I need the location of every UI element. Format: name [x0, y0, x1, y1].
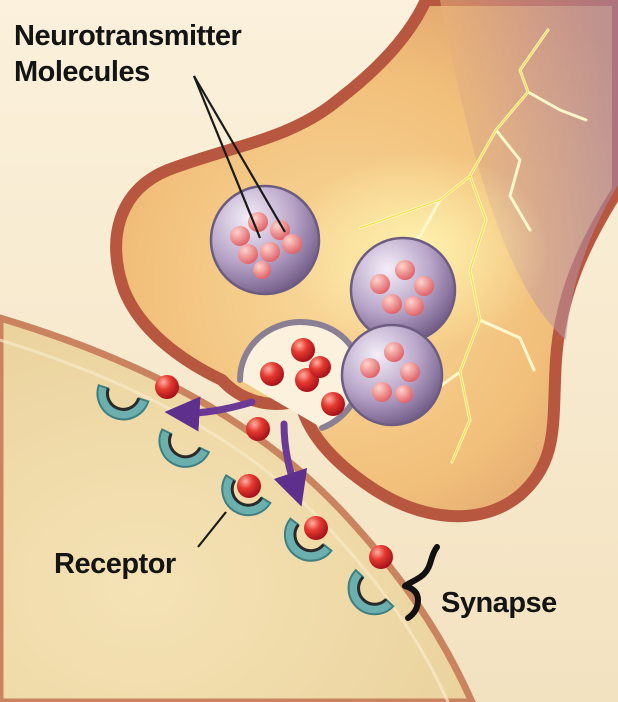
leader-line [192, 75, 262, 239]
receptor [158, 428, 211, 468]
molecule [304, 516, 328, 540]
molecule [309, 356, 331, 378]
leader-lines [192, 75, 286, 548]
synapse-label: Synapse [441, 587, 557, 619]
molecule [291, 338, 315, 362]
receptor [283, 517, 333, 562]
molecule [321, 392, 345, 416]
leader-line [197, 511, 227, 548]
leader-line [193, 75, 286, 233]
molecule [369, 545, 393, 569]
release-arrow-icon [164, 396, 308, 507]
molecule [155, 375, 179, 399]
receptor [347, 568, 395, 616]
neurotransmitter-label-line1: Neurotransmitter [14, 20, 242, 52]
neurotransmitter-label-line2: Molecules [14, 56, 150, 88]
neurotransmitter-molecules [155, 338, 393, 569]
molecule [260, 362, 284, 386]
receptor-label: Receptor [54, 548, 176, 580]
receptor [96, 384, 150, 421]
receptor [221, 474, 272, 517]
vesicle [340, 323, 444, 427]
neurotransmitter-molecules-label: Neurotransmitter Molecules [14, 18, 242, 90]
vesicle [349, 236, 457, 344]
molecule [246, 417, 270, 441]
synapse-bracket-icon [402, 544, 440, 621]
vesicle [209, 184, 321, 296]
molecule [237, 474, 261, 498]
receptors [96, 384, 395, 616]
